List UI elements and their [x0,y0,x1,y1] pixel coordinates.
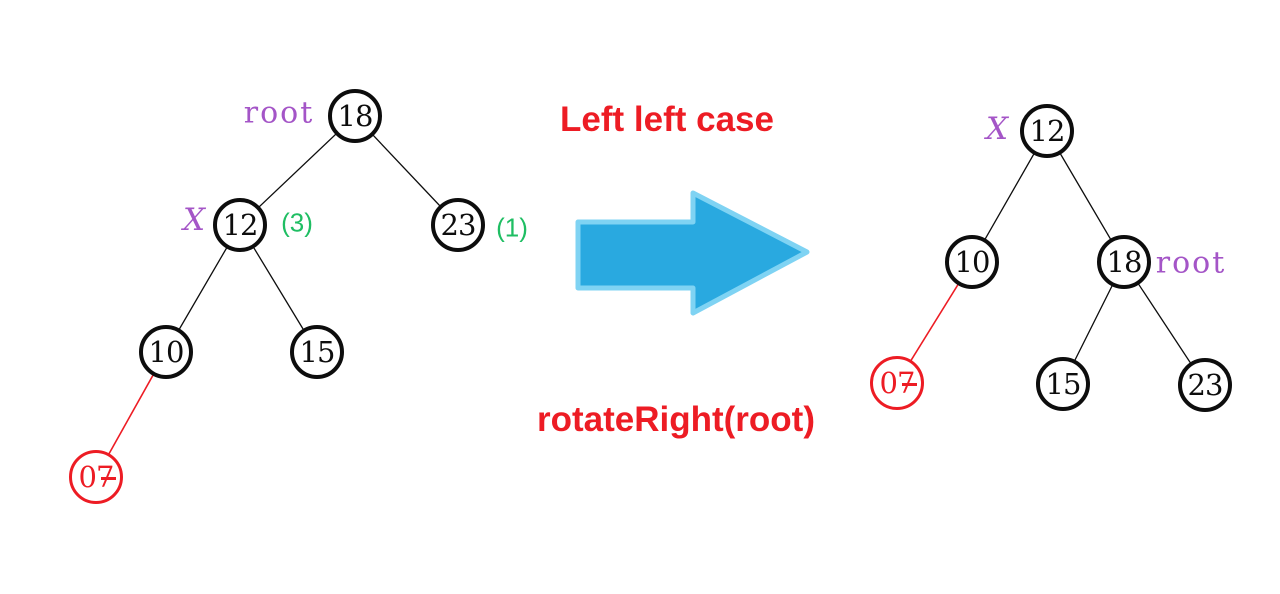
right-node-23-value: 23 [1187,368,1224,402]
right-root-label: root [1155,245,1227,281]
left-node-10-value: 10 [148,335,185,369]
seven-crossbar [101,477,116,480]
left-node-07: 07 [69,450,123,504]
left-balance-factor-23: (1) [496,212,528,243]
right-node-10: 10 [945,235,999,289]
left-node-15: 15 [290,325,344,379]
left-balance-factor-12: (3) [281,207,313,238]
left-x-label: X [182,202,206,238]
right-x-label: X [985,111,1009,147]
right-node-18-value: 18 [1106,245,1143,279]
case-title: Left left case [560,100,774,139]
right-node-10-value: 10 [954,245,991,279]
right-node-23: 23 [1178,358,1232,412]
left-node-23: 23 [431,198,485,252]
right-arrow-icon [575,190,810,316]
right-node-15-value: 15 [1045,367,1082,401]
seven-crossbar [902,383,917,386]
left-node-12-value: 12 [222,208,259,242]
right-node-12-value: 12 [1029,114,1066,148]
left-node-18: 18 [328,89,382,143]
right-node-12: 12 [1020,104,1074,158]
left-root-label: root [243,95,315,131]
right-node-07: 07 [870,356,924,410]
left-node-18-value: 18 [337,99,374,133]
rotation-operation-label: rotateRight(root) [536,400,816,439]
left-node-12: 12 [213,198,267,252]
right-node-15: 15 [1036,357,1090,411]
right-node-18: 18 [1097,235,1151,289]
left-node-23-value: 23 [440,208,477,242]
left-node-10: 10 [139,325,193,379]
left-node-15-value: 15 [299,335,336,369]
